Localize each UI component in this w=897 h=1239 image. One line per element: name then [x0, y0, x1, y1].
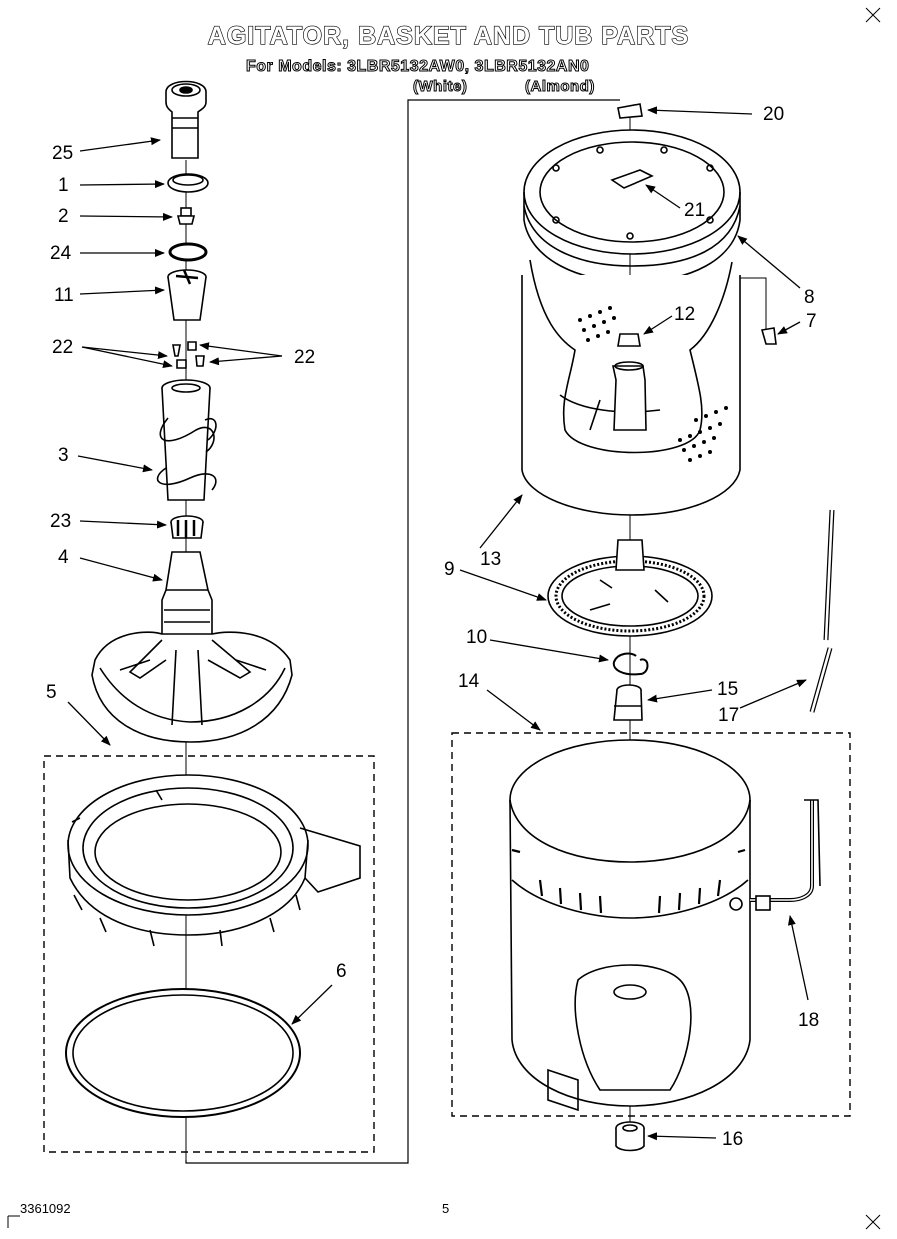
tub-drain-plug-part: [615, 1121, 645, 1152]
tub-gasket-part: [65, 988, 301, 1118]
callout-1: 1: [58, 175, 69, 196]
callout-23: 23: [50, 511, 72, 532]
page-title: AGITATOR, BASKET AND TUB PARTS: [207, 21, 690, 50]
tub-bearing-part: [613, 684, 643, 721]
callout-12: 12: [674, 304, 696, 325]
callout-2: 2: [58, 206, 69, 227]
callout-5: 5: [46, 682, 57, 703]
callout-20: 20: [763, 104, 785, 125]
callout-22-left: 22: [52, 337, 74, 358]
agitator-clutch-part: [170, 515, 204, 539]
corner-registration-mark: [865, 1214, 881, 1230]
agitator-auger-part: [156, 379, 217, 501]
callout-7: 7: [806, 311, 817, 332]
basket-clip-part: [610, 169, 654, 189]
callout-13: 13: [480, 549, 502, 570]
agitator-cam-part: [167, 269, 207, 321]
agitator-base-part: [91, 551, 293, 743]
callout-8: 8: [804, 287, 815, 308]
callout-16: 16: [722, 1129, 744, 1150]
page-number: 5: [442, 1201, 450, 1216]
corner-registration-mark: [865, 7, 881, 23]
variant-white-label: (White): [412, 78, 468, 96]
balance-ring-part: [523, 129, 741, 283]
callout-18: 18: [798, 1010, 820, 1031]
tub-ring-part: [67, 774, 361, 947]
drain-hose-part: [809, 509, 835, 713]
basket-nut-part: [617, 103, 643, 119]
document-number: 3361092: [20, 1201, 71, 1216]
agitator-seal-part: [168, 242, 208, 262]
callout-10: 10: [466, 627, 488, 648]
callout-3: 3: [58, 445, 69, 466]
callout-9: 9: [444, 559, 455, 580]
wash-basket-part: [521, 259, 741, 516]
outer-tub-part: [509, 739, 821, 1112]
callout-4: 4: [58, 547, 69, 568]
callout-17: 17: [718, 705, 740, 726]
callout-21: 21: [684, 200, 706, 221]
variant-almond-label: (Almond): [525, 78, 595, 96]
callout-25: 25: [52, 143, 74, 164]
callout-14: 14: [458, 671, 480, 692]
callout-22-right: 22: [294, 347, 316, 368]
tub-bracket-part: [760, 327, 777, 345]
retaining-ring-part: [612, 652, 649, 676]
agitator-bolt-part: [176, 207, 196, 225]
agitator-ring-part: [167, 173, 209, 193]
agitator-cap-part: [165, 80, 207, 159]
drive-hub-part: [547, 539, 713, 637]
agitator-dogs-part: [172, 341, 205, 369]
callout-6: 6: [336, 961, 347, 982]
callout-15: 15: [717, 679, 739, 700]
model-numbers: For Models: 3LBR5132AW0, 3LBR5132AN0: [245, 58, 590, 76]
callout-24: 24: [50, 243, 72, 264]
callout-11: 11: [54, 285, 74, 306]
